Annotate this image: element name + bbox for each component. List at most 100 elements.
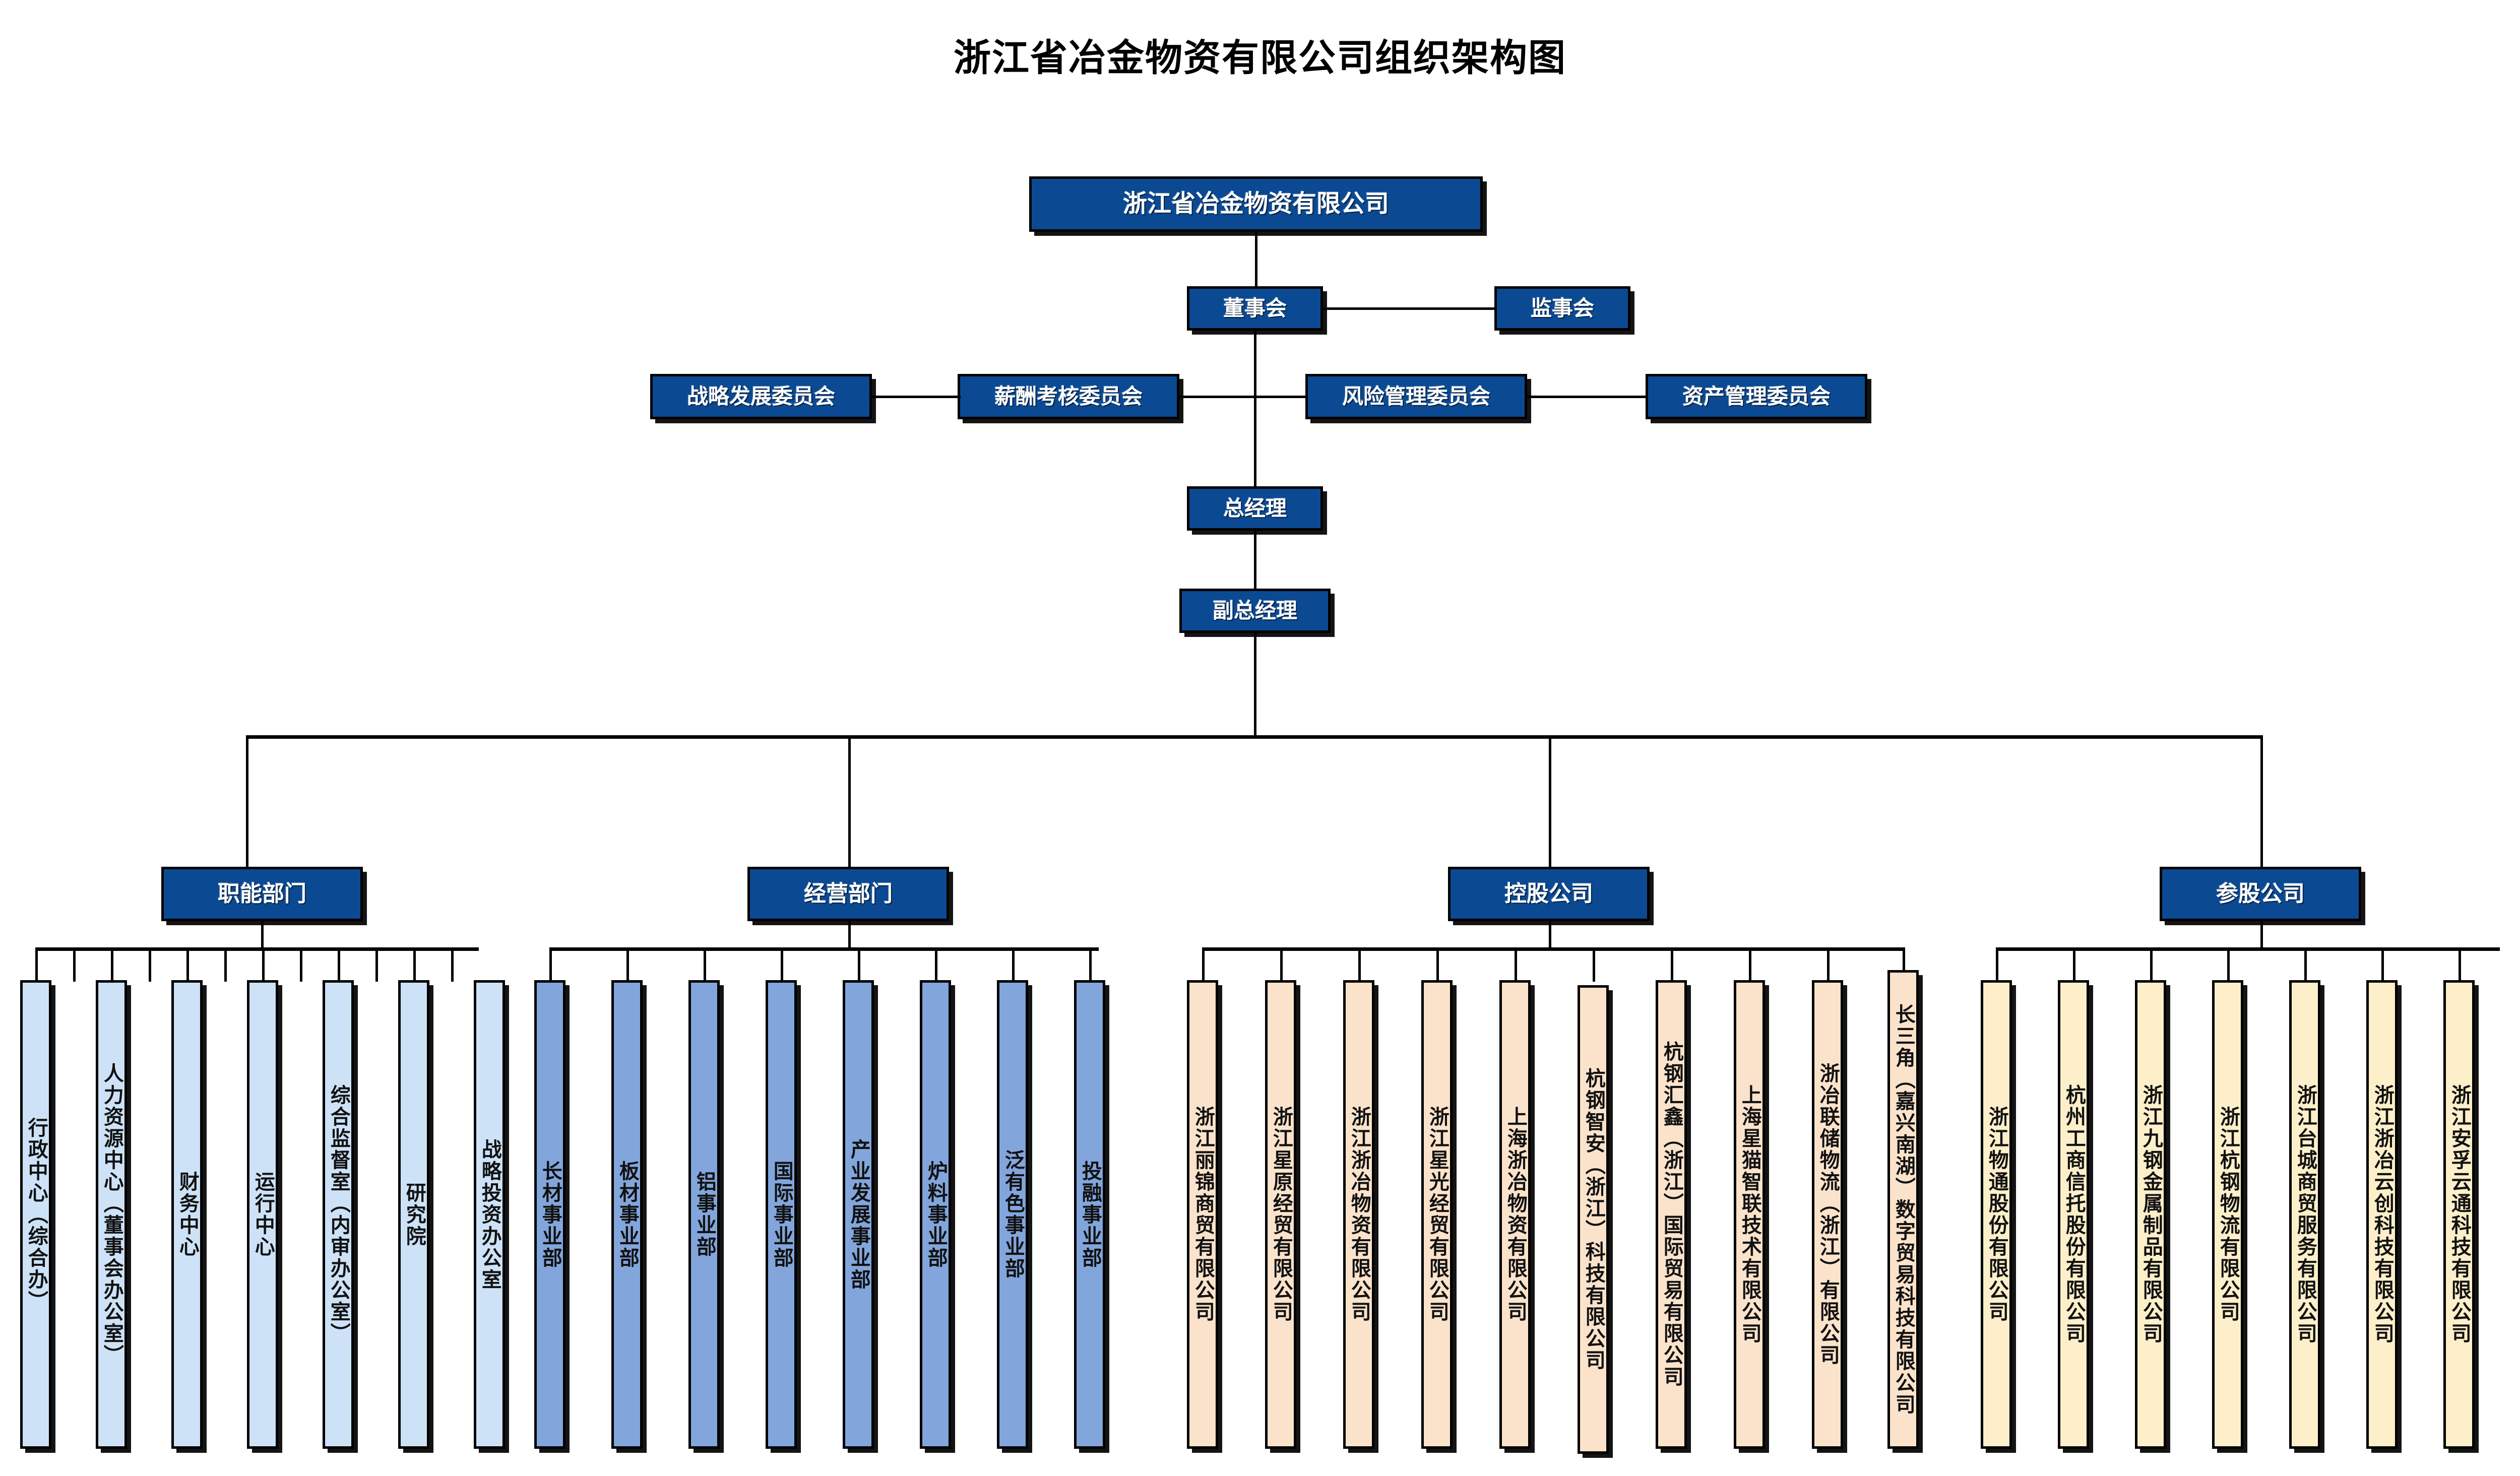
leaf-functional-7-label: 战略投资办公室 — [478, 1138, 501, 1291]
connector-trunk-to-equity — [2260, 735, 2263, 881]
leaf-functional-1[interactable]: 行政中心（综合办） — [20, 980, 51, 1449]
node-committee-risk-label: 风险管理委员会 — [1342, 384, 1490, 408]
category-business-departments[interactable]: 经营部门 — [747, 867, 949, 921]
leaf-equity-1[interactable]: 浙江物通股份有限公司 — [1981, 980, 2012, 1449]
bus-equity — [1996, 947, 2500, 951]
leaf-holding-6[interactable]: 杭钢智安（浙江）科技有限公司 — [1578, 985, 1609, 1454]
drop-business-2 — [626, 947, 629, 982]
leaf-business-3[interactable]: 铝事业部 — [688, 980, 720, 1449]
drop-functional-4 — [149, 947, 151, 982]
drop-equity-4 — [2227, 947, 2230, 982]
leaf-holding-3[interactable]: 浙江浙冶物资有限公司 — [1343, 980, 1374, 1449]
leaf-business-7-label: 泛有色事业部 — [1001, 1149, 1024, 1279]
leaf-functional-3-label: 财务中心 — [176, 1171, 199, 1258]
connector-strategy-to-compensation — [870, 396, 961, 398]
connector-gm-to-deputy — [1254, 530, 1256, 590]
leaf-functional-5[interactable]: 综合监督室（内审办公室） — [323, 980, 354, 1449]
leaf-functional-3[interactable]: 财务中心 — [171, 980, 203, 1449]
leaf-holding-7[interactable]: 杭钢汇鑫（浙江）国际贸易有限公司 — [1656, 980, 1687, 1449]
drop-business-8 — [1089, 947, 1092, 982]
drop-functional-6 — [224, 947, 227, 982]
connector-board-to-supervisors — [1320, 307, 1497, 310]
connector-compensation-to-trunk — [1177, 396, 1256, 398]
category-equity-companies[interactable]: 参股公司 — [2160, 867, 2361, 921]
leaf-holding-9[interactable]: 浙冶联储物流（浙江）有限公司 — [1812, 980, 1843, 1449]
leaf-equity-3-label: 浙江九钢金属制品有限公司 — [2139, 1084, 2162, 1344]
drop-holding-10 — [1903, 947, 1905, 982]
node-committee-asset-label: 资产管理委员会 — [1682, 384, 1831, 408]
drop-equity-3 — [2150, 947, 2153, 982]
node-supervisors[interactable]: 监事会 — [1494, 286, 1630, 331]
category-equity-label: 参股公司 — [2216, 881, 2305, 906]
node-committee-asset[interactable]: 资产管理委员会 — [1646, 374, 1867, 419]
leaf-holding-2-label: 浙江星原经贸有限公司 — [1270, 1106, 1292, 1323]
leaf-equity-7[interactable]: 浙江安孚云通科技有限公司 — [2443, 980, 2475, 1449]
leaf-functional-1-label: 行政中心（综合办） — [25, 1117, 47, 1312]
category-functional-departments[interactable]: 职能部门 — [161, 867, 363, 921]
leaf-equity-5[interactable]: 浙江台城商贸服务有限公司 — [2289, 980, 2320, 1449]
leaf-business-8-label: 投融事业部 — [1079, 1160, 1101, 1269]
leaf-business-4[interactable]: 国际事业部 — [766, 980, 797, 1449]
leaf-business-8[interactable]: 投融事业部 — [1074, 980, 1105, 1449]
drop-functional-10 — [375, 947, 378, 982]
connector-trunk-to-functional — [246, 735, 248, 881]
leaf-equity-2[interactable]: 杭州工商信托股份有限公司 — [2058, 980, 2089, 1449]
drop-holding-3 — [1358, 947, 1361, 982]
leaf-holding-10[interactable]: 长三角（嘉兴南湖）数字贸易科技有限公司 — [1887, 970, 1919, 1449]
drop-equity-7 — [2459, 947, 2461, 982]
leaf-holding-1[interactable]: 浙江丽锦商贸有限公司 — [1187, 980, 1218, 1449]
leaf-holding-1-label: 浙江丽锦商贸有限公司 — [1191, 1106, 1214, 1323]
leaf-business-6[interactable]: 炉料事业部 — [920, 980, 951, 1449]
drop-functional-1 — [35, 947, 38, 982]
drop-functional-5 — [186, 947, 189, 982]
leaf-functional-2[interactable]: 人力资源中心（董事会办公室） — [96, 980, 127, 1449]
connector-equity-header-down — [2260, 921, 2263, 949]
connector-business-header-down — [848, 921, 851, 949]
leaf-equity-3[interactable]: 浙江九钢金属制品有限公司 — [2135, 980, 2166, 1449]
leaf-business-2[interactable]: 板材事业部 — [611, 980, 643, 1449]
drop-functional-7 — [262, 947, 265, 982]
leaf-equity-4-label: 浙江杭钢物流有限公司 — [2217, 1106, 2239, 1323]
main-distribution-trunk — [246, 735, 2262, 739]
bus-business — [549, 947, 1099, 951]
drop-equity-5 — [2304, 947, 2307, 982]
drop-business-3 — [704, 947, 706, 982]
drop-functional-12 — [451, 947, 454, 982]
leaf-holding-5[interactable]: 上海浙冶物资有限公司 — [1499, 980, 1531, 1449]
leaf-business-1-label: 长材事业部 — [539, 1160, 561, 1269]
node-deputy-gm-label: 副总经理 — [1212, 598, 1297, 622]
category-holding-companies[interactable]: 控股公司 — [1448, 867, 1650, 921]
leaf-equity-6[interactable]: 浙江浙冶云创科技有限公司 — [2366, 980, 2398, 1449]
leaf-functional-6[interactable]: 研究院 — [398, 980, 429, 1449]
node-company[interactable]: 浙江省冶金物资有限公司 — [1029, 176, 1483, 232]
leaf-holding-4[interactable]: 浙江星光经贸有限公司 — [1421, 980, 1453, 1449]
connector-company-to-board — [1255, 232, 1257, 291]
leaf-functional-7[interactable]: 战略投资办公室 — [474, 980, 505, 1449]
drop-equity-2 — [2073, 947, 2075, 982]
leaf-holding-2[interactable]: 浙江星原经贸有限公司 — [1265, 980, 1296, 1449]
drop-functional-8 — [300, 947, 302, 982]
leaf-equity-4[interactable]: 浙江杭钢物流有限公司 — [2212, 980, 2243, 1449]
node-committee-risk[interactable]: 风险管理委员会 — [1305, 374, 1527, 419]
node-board[interactable]: 董事会 — [1187, 286, 1323, 331]
leaf-equity-6-label: 浙江浙冶云创科技有限公司 — [2371, 1084, 2393, 1344]
leaf-business-5[interactable]: 产业发展事业部 — [843, 980, 874, 1449]
drop-holding-1 — [1202, 947, 1205, 982]
leaf-functional-4[interactable]: 运行中心 — [247, 980, 278, 1449]
leaf-holding-10-label: 长三角（嘉兴南湖）数字贸易科技有限公司 — [1892, 1003, 1915, 1416]
node-board-label: 董事会 — [1223, 296, 1287, 320]
node-deputy-general-manager[interactable]: 副总经理 — [1179, 589, 1331, 633]
leaf-holding-9-label: 浙冶联储物流（浙江）有限公司 — [1816, 1063, 1839, 1366]
leaf-equity-1-label: 浙江物通股份有限公司 — [1985, 1106, 2008, 1323]
leaf-business-1[interactable]: 长材事业部 — [534, 980, 565, 1449]
leaf-holding-4-label: 浙江星光经贸有限公司 — [1426, 1106, 1448, 1323]
drop-holding-6 — [1593, 947, 1595, 982]
node-committee-compensation-label: 薪酬考核委员会 — [994, 384, 1143, 408]
node-general-manager[interactable]: 总经理 — [1187, 486, 1323, 531]
node-committee-strategy[interactable]: 战略发展委员会 — [650, 374, 872, 419]
leaf-business-7[interactable]: 泛有色事业部 — [997, 980, 1028, 1449]
drop-business-5 — [858, 947, 860, 982]
leaf-holding-8[interactable]: 上海星猫智联技术有限公司 — [1734, 980, 1765, 1449]
node-committee-compensation[interactable]: 薪酬考核委员会 — [958, 374, 1179, 419]
